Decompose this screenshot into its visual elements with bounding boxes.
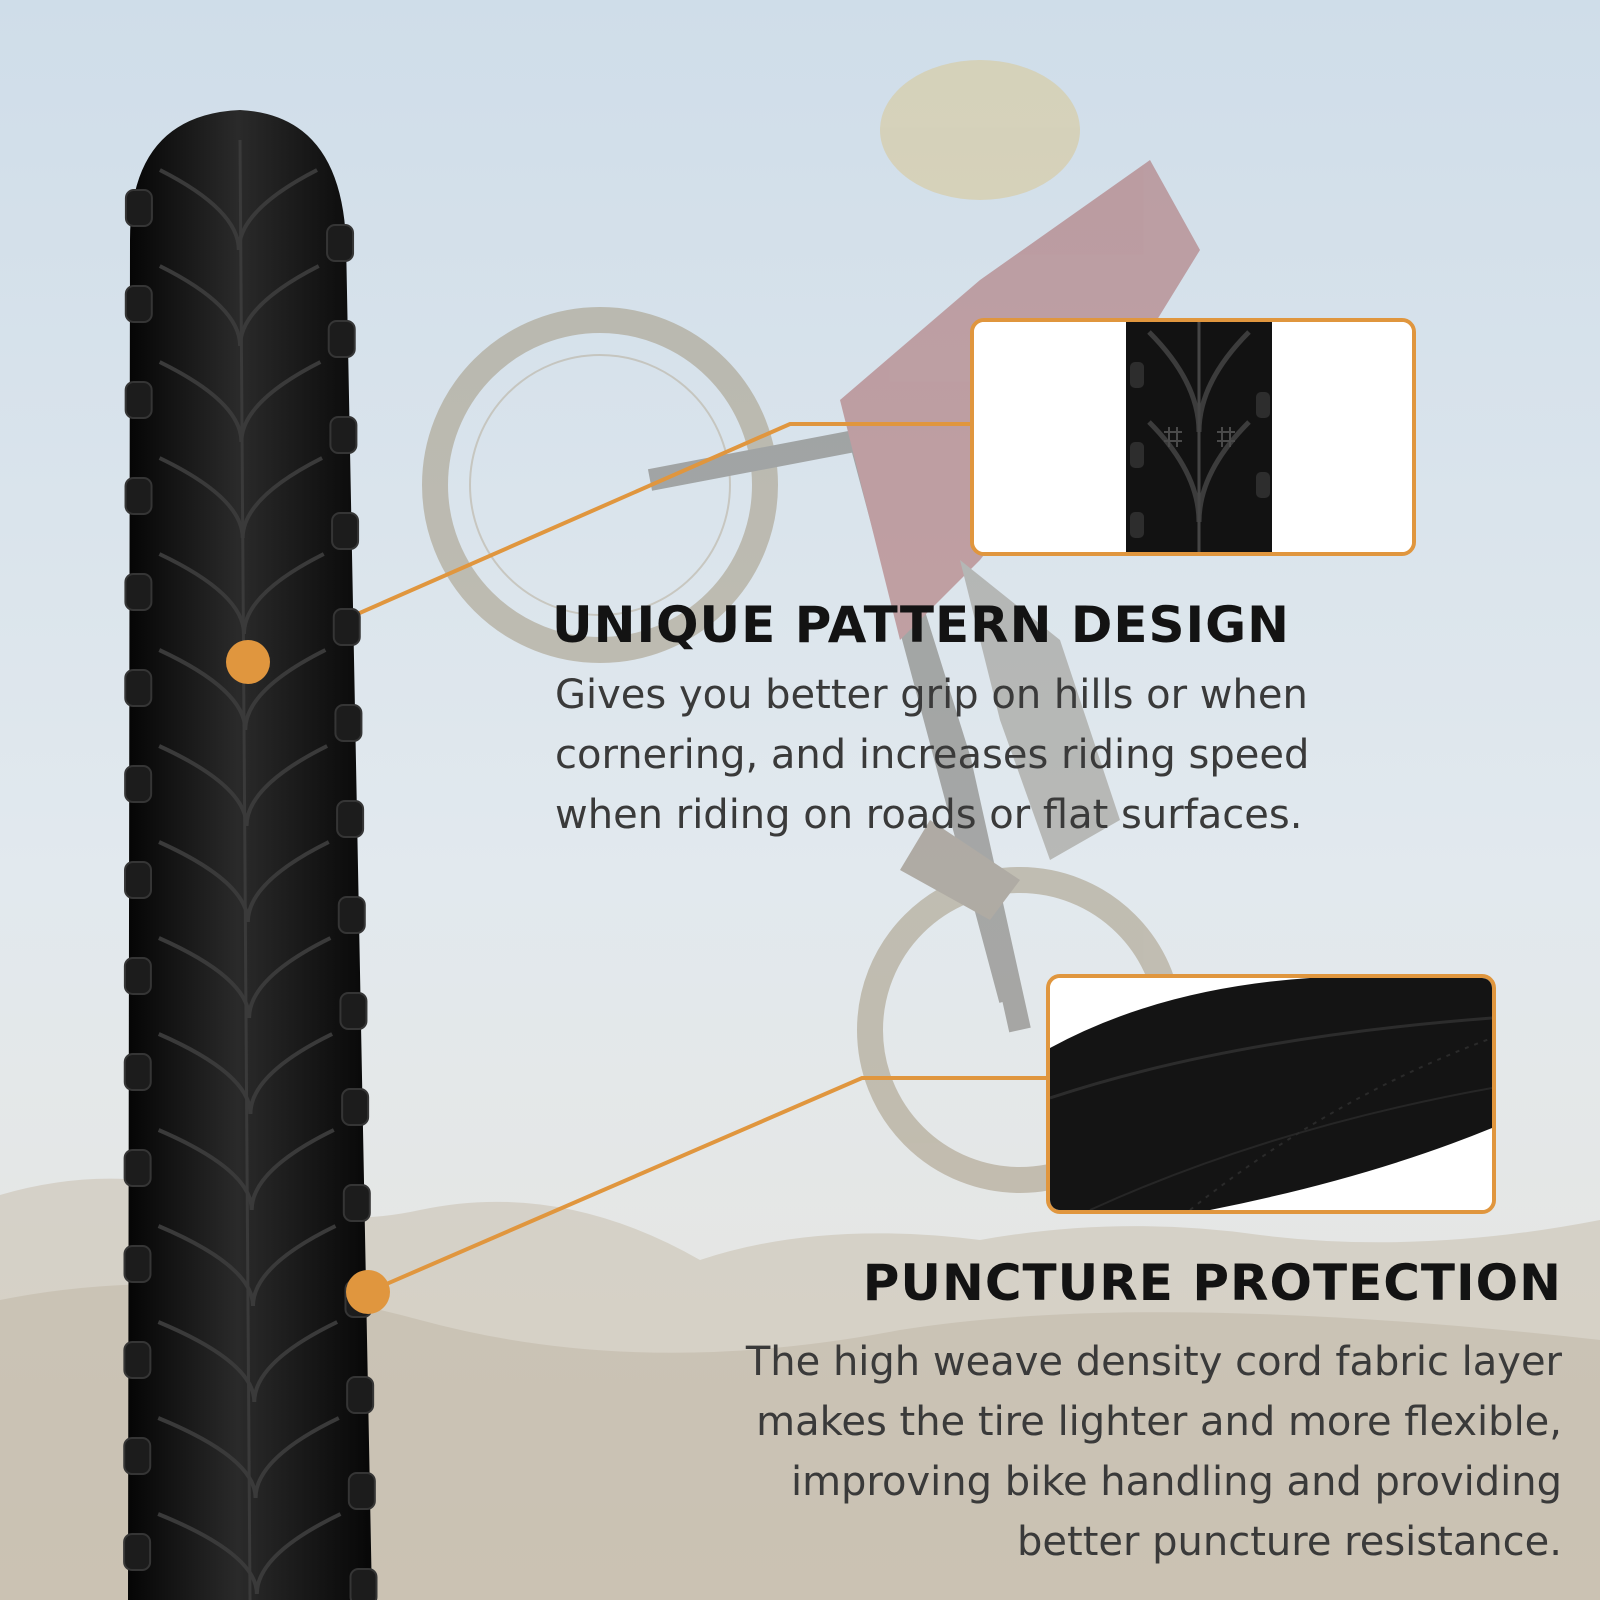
tread-knob <box>329 416 358 454</box>
description-line: cornering, and increases riding speed <box>555 732 1310 778</box>
description-line: The high weave density cord fabric layer <box>745 1339 1562 1385</box>
tread-chevron <box>158 744 328 827</box>
rocky-foreground <box>0 1284 1600 1600</box>
feature-heading-pattern: UNIQUE PATTERN DESIGN <box>552 596 1291 654</box>
tread-knob <box>347 1472 376 1510</box>
feature-description-puncture: The high weave density cord fabric layer… <box>746 1332 1562 1572</box>
tread-knob <box>341 1088 370 1126</box>
tread-knob <box>326 224 355 262</box>
tread-knob <box>331 512 360 550</box>
tread-knob <box>123 1533 152 1571</box>
tread-closeup <box>974 322 1412 552</box>
callout-dot <box>346 1270 390 1314</box>
leader-line-1 <box>247 422 972 664</box>
tread-chevron <box>157 1128 335 1211</box>
tread-knob <box>339 992 368 1030</box>
leader-line-2 <box>367 1076 1048 1294</box>
description-line: when riding on roads or flat surfaces. <box>555 792 1303 838</box>
tread-knob <box>342 1184 371 1222</box>
tread-chevron <box>157 1320 339 1403</box>
tread-chevron <box>157 1032 334 1115</box>
tread-knob <box>124 381 153 419</box>
tread-knob <box>124 189 153 227</box>
tread-knob <box>124 285 153 323</box>
tread-knob <box>124 669 153 707</box>
tread-knob <box>123 957 152 995</box>
description-line: better puncture resistance. <box>1017 1519 1562 1565</box>
callout-dot <box>226 640 270 684</box>
tread-chevron <box>157 1224 337 1307</box>
tread-knob <box>123 1341 152 1379</box>
tread-knob <box>334 704 363 742</box>
tread-knob <box>327 320 356 358</box>
tread-knob <box>123 1245 152 1283</box>
tread-chevron <box>157 1512 342 1595</box>
tread-chevron <box>158 840 330 923</box>
tread-chevron <box>159 168 318 251</box>
tread-knob <box>337 896 366 934</box>
cord-layer-closeup-box <box>1046 974 1496 1214</box>
description-line: improving bike handling and providing <box>790 1459 1562 1505</box>
tread-knob <box>332 608 361 646</box>
tread-knob <box>336 800 365 838</box>
tread-chevron <box>158 936 332 1019</box>
tread-knob <box>123 1437 152 1475</box>
tread-knob <box>124 765 153 803</box>
tread-chevron <box>157 1416 340 1499</box>
description-line: Gives you better grip on hills or when <box>555 672 1308 718</box>
tread-closeup-box <box>970 318 1416 556</box>
tread-knob <box>123 1149 152 1187</box>
feature-heading-puncture: PUNCTURE PROTECTION <box>862 1254 1562 1312</box>
description-line: makes the tire lighter and more flexible… <box>756 1399 1562 1445</box>
tire-photo <box>123 110 378 1600</box>
tread-knob <box>124 573 153 611</box>
feature-description-pattern: Gives you better grip on hills or when c… <box>555 665 1309 845</box>
tread-knob <box>346 1376 375 1414</box>
tread-knob <box>124 861 153 899</box>
tread-knob <box>124 477 153 515</box>
cord-layer-closeup <box>1050 978 1492 1210</box>
tread-knob <box>123 1053 152 1091</box>
rocky-hill <box>0 1178 1600 1600</box>
tread-knob <box>349 1568 378 1600</box>
